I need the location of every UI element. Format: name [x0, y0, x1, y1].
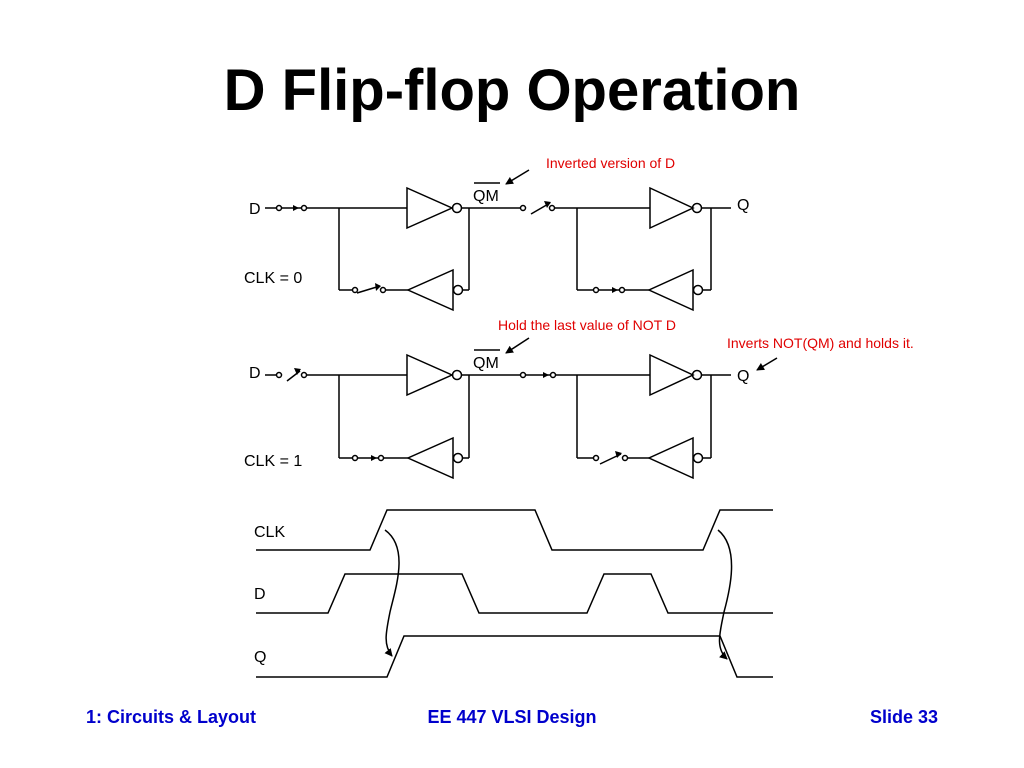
clk0-q-label: Q: [737, 197, 749, 214]
slave-input-switch-closed: [519, 371, 557, 379]
timing-q-label: Q: [254, 649, 266, 666]
slave-feedback-inverter: [647, 436, 704, 480]
footer-left: 1: Circuits & Layout: [86, 707, 257, 727]
slave-forward-inverter: [649, 186, 703, 230]
timing-d-label: D: [254, 586, 266, 603]
master-feedback-inverter: [406, 436, 464, 480]
slave-feedback-inverter: [647, 268, 704, 312]
circuit-clk1: [265, 337, 778, 480]
slave-feedback-switch: [592, 286, 626, 294]
clk-waveform: [256, 509, 773, 551]
clk1-clk-label: CLK = 1: [244, 453, 302, 470]
timing-clk-label: CLK: [254, 524, 285, 541]
clk1-d-label: D: [249, 365, 261, 382]
clk-to-q-arrow-rise: [384, 529, 400, 657]
clk0-d-label: D: [249, 201, 261, 218]
clk0-annotation: Inverted version of D: [546, 155, 675, 171]
slave-input-switch: [519, 201, 556, 215]
timing-diagram: [256, 509, 773, 678]
slave-feedback-switch-open: [592, 451, 629, 465]
master-input-switch: [275, 204, 308, 212]
master-forward-inverter: [406, 353, 463, 397]
master-feedback-inverter: [406, 268, 464, 312]
clk1-annotation-right: Inverts NOT(QM) and holds it.: [727, 335, 914, 351]
slide-title: D Flip-flop Operation: [223, 58, 801, 123]
master-feedback-switch-closed: [351, 454, 385, 462]
clk0-qm-label: QM: [473, 188, 499, 205]
footer-center: EE 447 VLSI Design: [427, 707, 597, 727]
slave-forward-inverter: [649, 353, 703, 397]
clk0-clk-label: CLK = 0: [244, 270, 302, 287]
master-input-switch-open: [275, 368, 308, 382]
clk-to-q-arrow-fall: [717, 529, 733, 660]
clk1-q-label: Q: [737, 368, 749, 385]
master-feedback-switch: [351, 283, 387, 294]
circuit-clk0: [265, 169, 731, 312]
footer-right: Slide 33: [869, 707, 938, 727]
master-forward-inverter: [406, 186, 463, 230]
q-waveform: [256, 635, 773, 678]
d-waveform: [256, 573, 773, 614]
clk1-annotation-left: Hold the last value of NOT D: [498, 317, 676, 333]
clk1-qm-label: QM: [473, 355, 499, 372]
